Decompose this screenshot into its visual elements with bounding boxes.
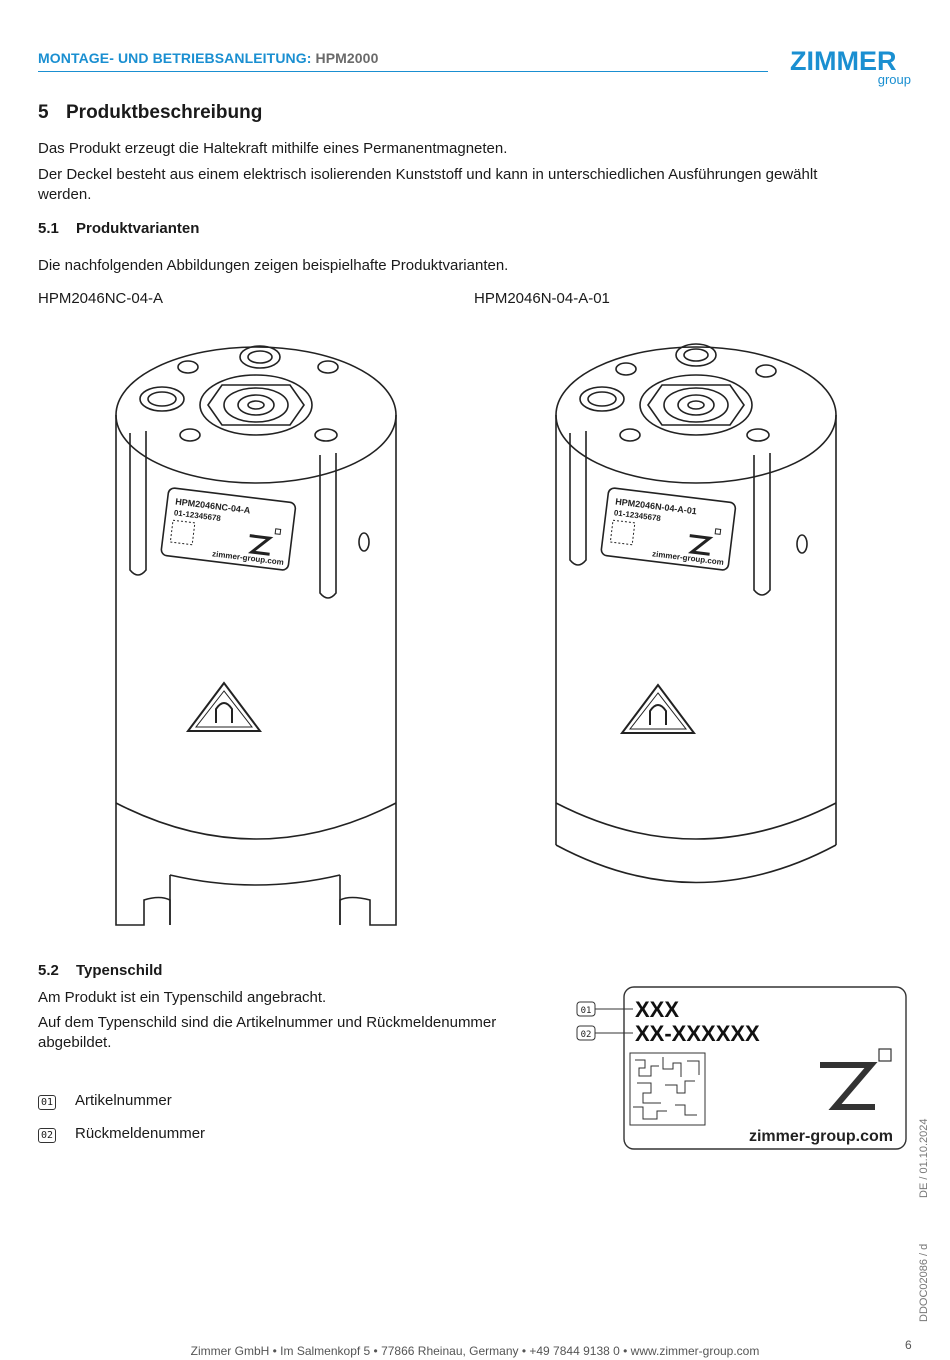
section-number: 5 [38,102,49,123]
typenschild-paragraph-1: Am Produkt ist ein Typenschild angebrach… [38,989,327,1006]
logo-sub: group [878,72,911,87]
header-manual-title: MONTAGE- UND BETRIEBSANLEITUNG: [38,50,312,66]
header-doc-code: HPM2000 [315,50,379,66]
right-label-url: zimmer-group.com [652,549,725,567]
legend-label: Artikelnummer [75,1092,172,1109]
product-drawing-right: HPM2046N-04-A-01 01-12345678 zimmer-grou… [555,343,837,884]
magnet-warning-icon [620,683,696,734]
paragraph-2-cont: werden. [38,186,92,203]
logo-word: ZIMMER [790,46,896,76]
type-plate-diagram: 01 02 XXX XX-XXXXXX zimmer-group.com [576,986,907,1150]
section-heading: 5 Produktbeschreibung [38,102,262,124]
svg-text:02: 02 [581,1030,592,1040]
svg-text:01: 01 [581,1006,592,1016]
typenschild-paragraph-2: Auf dem Typenschild sind die Artikelnumm… [38,1014,497,1031]
header-title: MONTAGE- UND BETRIEBSANLEITUNG: HPM2000 [38,50,378,66]
side-date: DE / 01.10.2024 [918,1118,930,1198]
subsection-title: Typenschild [76,962,163,979]
plate-line-2: XX-XXXXXX [635,1021,760,1046]
plate-url: zimmer-group.com [749,1128,893,1145]
plate-line-1: XXX [635,997,679,1022]
product-drawing-left: HPM2046NC-04-A 01-12345678 zimmer-group.… [115,345,397,926]
subsection-title: Produktvarianten [76,220,200,237]
typenschild-paragraph-2-cont: abgebildet. [38,1034,112,1051]
zimmer-logo: ZIMMER group [790,46,911,87]
callout-01: 01 [576,1001,633,1017]
page-number: 6 [905,1338,912,1352]
data-matrix-code [629,1052,706,1126]
legend-number: 01 [38,1095,57,1110]
variants-intro: Die nachfolgenden Abbildungen zeigen bei… [38,257,509,274]
header-rule [38,71,768,72]
side-doc-id: DDOC02086 / d [918,1243,930,1322]
subsection-heading-typenschild: 5.2 Typenschild [38,962,162,979]
paragraph-1: Das Produkt erzeugt die Haltekraft mithi… [38,140,508,157]
legend-label: Rückmeldenummer [75,1125,206,1142]
subsection-heading-variants: 5.1 Produktvarianten [38,220,199,237]
legend-row-02: 02 Rückmeldenummer [38,1125,205,1143]
zimmer-z-icon [820,1048,892,1110]
section-title: Produktbeschreibung [66,102,263,123]
page-footer: Zimmer GmbH • Im Salmenkopf 5 • 77866 Rh… [190,1344,760,1358]
subsection-number: 5.2 [38,962,59,979]
left-label-url: zimmer-group.com [212,549,285,567]
magnet-warning-icon [186,681,262,732]
legend-row-01: 01 Artikelnummer [38,1092,172,1110]
right-variant-caption: HPM2046N-04-A-01 [474,290,610,307]
subsection-number: 5.1 [38,220,59,237]
left-variant-caption: HPM2046NC-04-A [38,290,164,307]
legend-number: 02 [38,1128,57,1143]
paragraph-2: Der Deckel besteht aus einem elektrisch … [38,166,818,183]
callout-02: 02 [576,1025,633,1041]
